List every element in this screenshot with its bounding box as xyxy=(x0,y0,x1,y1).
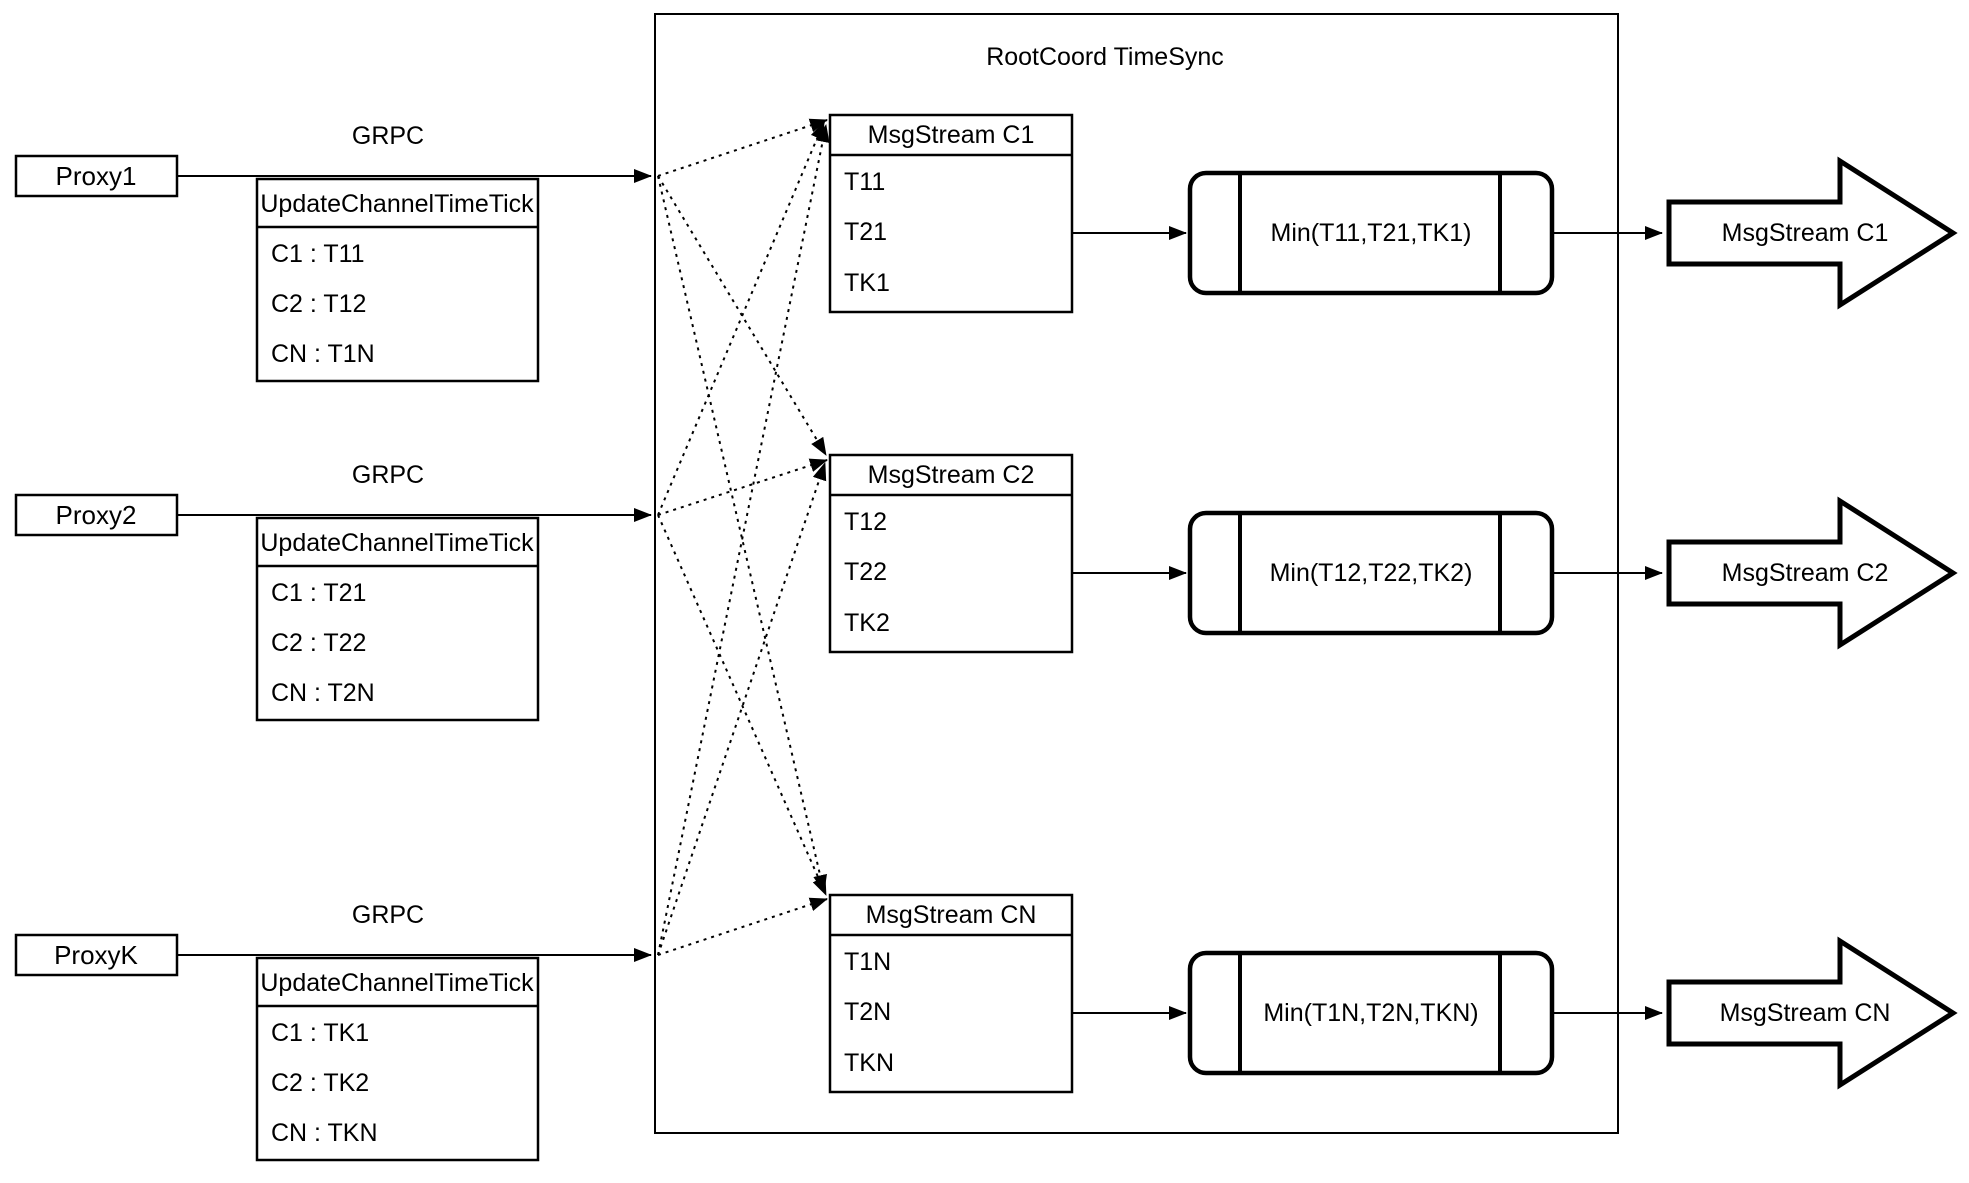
dotted-arrow-pk-c1 xyxy=(657,124,830,956)
update-table-2-row-3: CN : T2N xyxy=(271,679,375,707)
update-table-1 xyxy=(255,177,540,383)
msgstream-table-cn-header: MsgStream CN xyxy=(866,901,1037,929)
msgstream-table-c2 xyxy=(828,453,1074,654)
proxy2-node xyxy=(14,493,179,537)
update-table-3-row-2: C2 : TK2 xyxy=(271,1069,369,1097)
update-table-3-header: UpdateChannelTimeTick xyxy=(260,969,534,997)
msgstream-cn-row-1: T1N xyxy=(844,948,891,976)
grpc-label-2: GRPC xyxy=(352,461,424,489)
update-table-2-row-2: C2 : T22 xyxy=(271,629,366,657)
msgstream-c1-row-2: T21 xyxy=(844,218,887,246)
update-table-3-row-1: C1 : TK1 xyxy=(271,1019,369,1047)
dotted-arrow-p2-c2 xyxy=(657,458,828,516)
msgstream-cn-row-2: T2N xyxy=(844,998,891,1026)
update-table-1-row-2: C2 : T12 xyxy=(271,290,366,318)
update-table-3-row-3: CN : TKN xyxy=(271,1119,378,1147)
msgstream-table-cn xyxy=(828,893,1074,1094)
output-arrow-cn xyxy=(1666,936,1958,1090)
update-table-1-row-1: C1 : T11 xyxy=(271,240,365,268)
msgstream-c2-row-2: T22 xyxy=(844,558,887,586)
update-table-2-row-1: C1 : T21 xyxy=(271,579,366,607)
msgstream-c1-row-1: T11 xyxy=(844,168,885,196)
grpc-label-3: GRPC xyxy=(352,901,424,929)
msgstream-c2-row-1: T12 xyxy=(844,508,887,536)
output-arrow-c1-label: MsgStream C1 xyxy=(1722,219,1889,247)
proxy1-label: Proxy1 xyxy=(56,161,137,191)
proxy2-label: Proxy2 xyxy=(56,500,137,530)
update-table-3 xyxy=(255,956,540,1162)
output-arrow-c1 xyxy=(1666,156,1958,310)
grpc-label-1: GRPC xyxy=(352,122,424,150)
msgstream-table-c1 xyxy=(828,113,1074,314)
msgstream-table-c2-header: MsgStream C2 xyxy=(868,461,1035,489)
rootcoord-timesync-title: RootCoord TimeSync xyxy=(986,43,1224,71)
update-table-1-row-3: CN : T1N xyxy=(271,340,375,368)
min-label-cn: Min(T1N,T2N,TKN) xyxy=(1263,999,1478,1027)
dotted-arrow-pk-c2 xyxy=(657,462,827,956)
msgstream-c1-row-3: TK1 xyxy=(844,269,890,297)
msgstream-c2-row-3: TK2 xyxy=(844,609,890,637)
proxyk-label: ProxyK xyxy=(54,940,138,970)
update-table-2 xyxy=(255,516,540,722)
update-table-2-header: UpdateChannelTimeTick xyxy=(260,529,534,557)
dotted-arrow-p1-cn xyxy=(657,175,827,893)
dotted-arrow-p1-c1 xyxy=(657,118,828,177)
msgstream-cn-row-3: TKN xyxy=(844,1049,894,1077)
dotted-arrow-p2-c1 xyxy=(657,121,825,516)
min-label-c2: Min(T12,T22,TK2) xyxy=(1270,559,1473,587)
output-arrow-c2 xyxy=(1666,496,1958,650)
proxy1-node xyxy=(14,154,179,198)
output-arrow-cn-label: MsgStream CN xyxy=(1720,999,1891,1027)
dotted-arrow-p2-cn xyxy=(657,514,827,896)
update-table-1-header: UpdateChannelTimeTick xyxy=(260,190,534,218)
min-label-c1: Min(T11,T21,TK1) xyxy=(1271,219,1472,247)
dotted-arrow-pk-cn xyxy=(657,897,828,956)
msgstream-table-c1-header: MsgStream C1 xyxy=(868,121,1035,149)
output-arrow-c2-label: MsgStream C2 xyxy=(1722,559,1889,587)
